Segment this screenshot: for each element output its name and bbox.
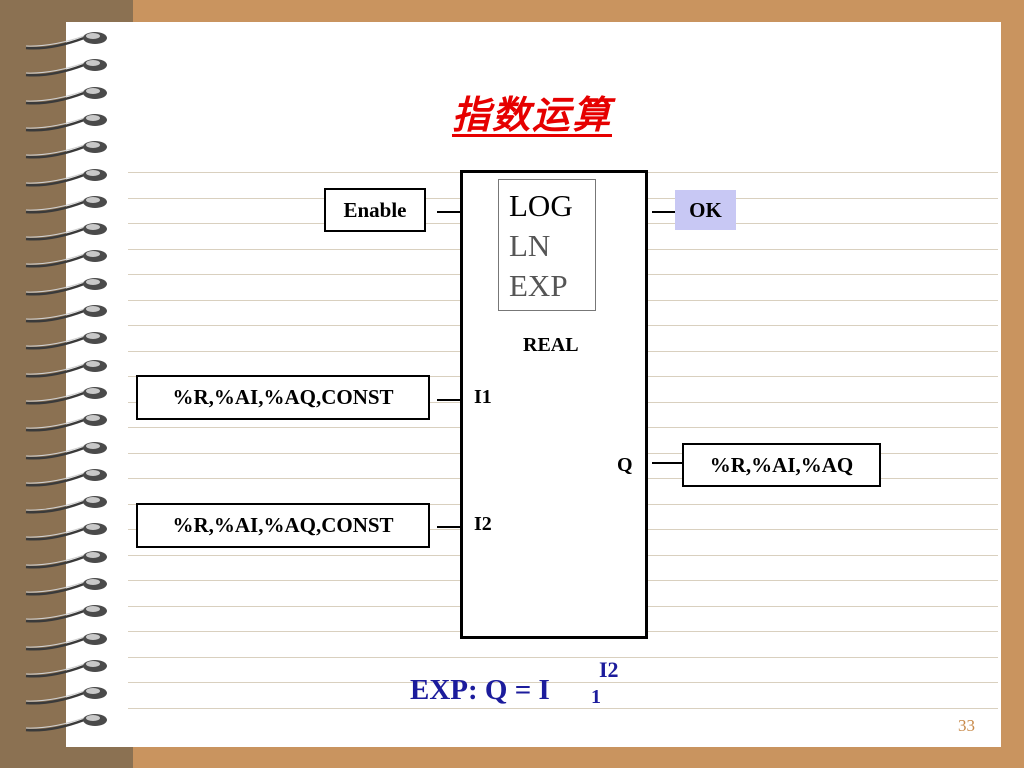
- binder-ring: [22, 492, 110, 518]
- function-selector: LOG LN EXP: [498, 179, 596, 311]
- input1-box: %R,%AI,%AQ,CONST: [136, 375, 430, 420]
- binder-ring: [22, 410, 110, 436]
- pin-q: Q: [617, 454, 633, 476]
- slide-title: 指数运算: [451, 92, 612, 137]
- wire-ok: [652, 211, 675, 213]
- binder-ring: [22, 656, 110, 682]
- ruled-line: [128, 657, 998, 658]
- binder-ring: [22, 710, 110, 736]
- func-ln: LN: [509, 228, 551, 263]
- pin-i1: I1: [474, 386, 492, 408]
- output-box: %R,%AI,%AQ: [682, 443, 881, 487]
- binder-ring: [22, 574, 110, 600]
- data-type-label: REAL: [523, 334, 579, 356]
- binder-ring: [22, 383, 110, 409]
- binder-ring: [22, 356, 110, 382]
- binder-ring: [22, 137, 110, 163]
- binder-ring: [22, 28, 110, 54]
- binder-ring: [22, 547, 110, 573]
- wire-input2: [437, 526, 460, 528]
- binder-ring: [22, 683, 110, 709]
- binder-ring: [22, 519, 110, 545]
- binder-ring: [22, 438, 110, 464]
- pin-i2: I2: [474, 513, 492, 535]
- ok-output: OK: [675, 190, 736, 230]
- input2-box: %R,%AI,%AQ,CONST: [136, 503, 430, 548]
- enable-box: Enable: [324, 188, 426, 232]
- binder-ring: [22, 246, 110, 272]
- func-exp: EXP: [509, 268, 568, 303]
- binder-ring: [22, 192, 110, 218]
- formula-subscript: 1: [591, 686, 601, 708]
- ruled-line: [128, 708, 998, 709]
- binder-ring: [22, 328, 110, 354]
- binder-ring: [22, 83, 110, 109]
- binder-ring: [22, 165, 110, 191]
- binder-ring: [22, 219, 110, 245]
- binder-ring: [22, 629, 110, 655]
- wire-enable: [437, 211, 460, 213]
- binder-ring: [22, 274, 110, 300]
- page-number: 33: [958, 716, 975, 735]
- binder-ring: [22, 601, 110, 627]
- formula-text: EXP: Q = I: [410, 674, 550, 706]
- wire-input1: [437, 399, 460, 401]
- binder-ring: [22, 55, 110, 81]
- wire-output: [652, 462, 682, 464]
- func-log: LOG: [509, 188, 573, 223]
- binder-ring: [22, 301, 110, 327]
- binder-ring: [22, 110, 110, 136]
- formula-exponent: I2: [599, 657, 619, 682]
- binder-ring: [22, 465, 110, 491]
- ruled-line: [128, 682, 998, 683]
